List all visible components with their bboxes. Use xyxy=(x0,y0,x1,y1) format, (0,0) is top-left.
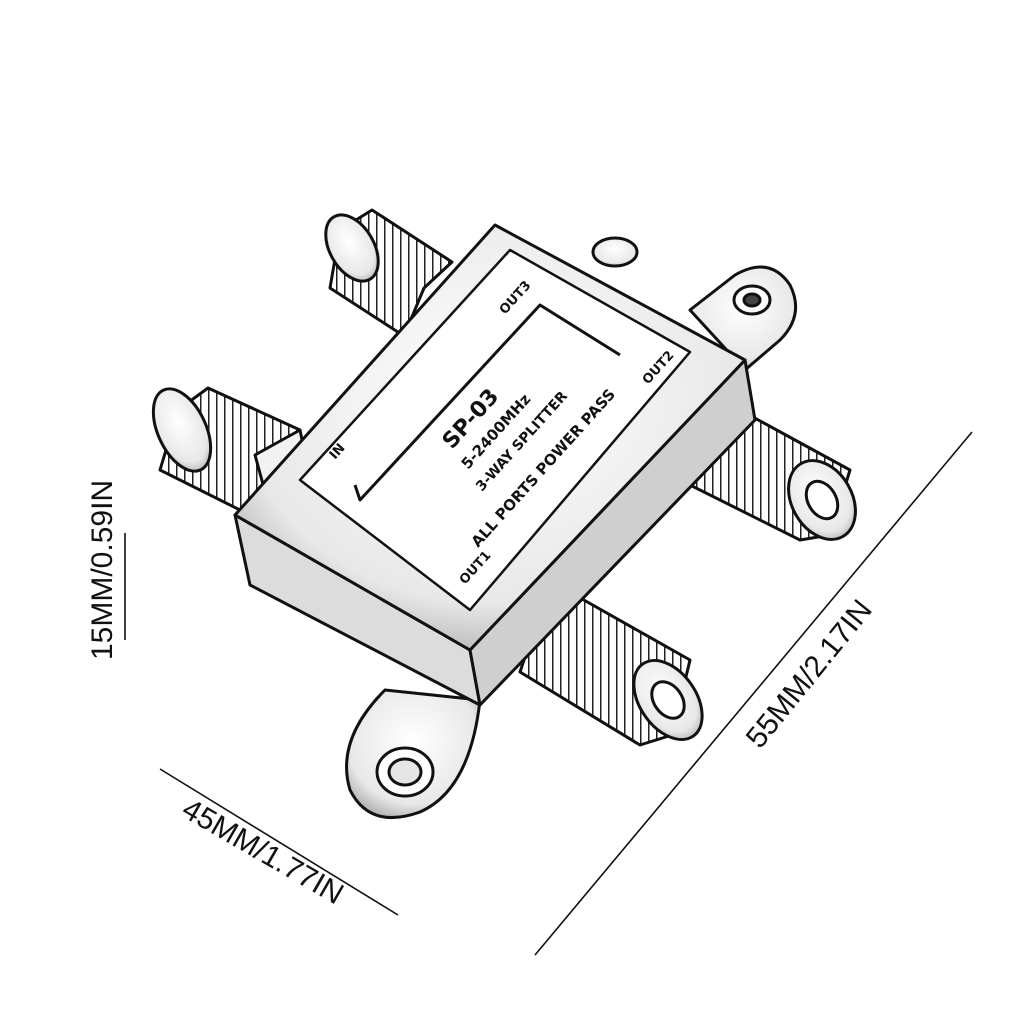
mounting-tab-top xyxy=(688,265,798,372)
length-dimension-label: 55MM/2.17IN xyxy=(740,594,879,755)
connector-out1 xyxy=(518,593,704,747)
length-dimension-line xyxy=(534,431,973,956)
label-bracket xyxy=(353,303,621,502)
height-dimension-label: 15MM/0.59IN xyxy=(86,480,119,660)
dimension-lines xyxy=(124,431,973,956)
width-dimension-line xyxy=(159,768,399,916)
connector-back-right xyxy=(591,236,639,268)
width-dimension-label: 45MM/1.77IN xyxy=(177,792,349,911)
label-plate xyxy=(298,248,692,612)
splitter-illustration xyxy=(151,208,857,820)
connector-back-left xyxy=(324,208,454,338)
mounting-tab-bottom xyxy=(345,688,482,820)
